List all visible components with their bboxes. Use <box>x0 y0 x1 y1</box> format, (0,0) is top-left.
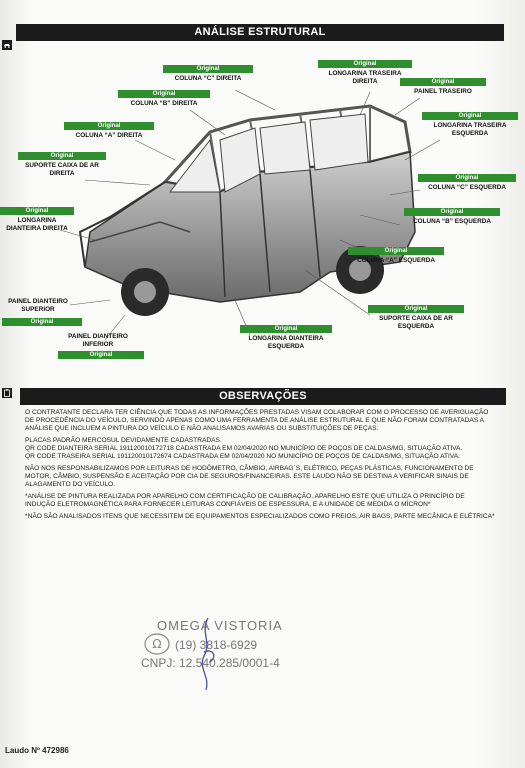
observation-paragraph: PLACAS PADRÃO MERCOSUL DEVIDAMENTE CADAS… <box>25 437 463 460</box>
label-painel-traseiro: PAINEL TRASEIRO <box>414 88 472 95</box>
company-stamp: OMEGA VISTORIA Ω (19) 3818-6929 CNPJ: 12… <box>135 612 315 691</box>
observation-paragraph: NÃO NOS RESPONSABILIZAMOS POR LEITURAS D… <box>25 465 474 488</box>
tag-coluna-c-esquerda: Original <box>418 174 516 182</box>
label-painel-dianteiro-inferior: PAINEL DIANTEIRO INFERIOR <box>68 333 128 348</box>
stamp-phone: (19) 3818-6929 <box>175 638 258 652</box>
label-longarina-dianteira-direita: LONGARINA DIANTEIRA DIREITA <box>6 217 68 232</box>
clipboard-icon <box>2 388 12 398</box>
observation-paragraph: O CONTRATANTE DECLARA TER CIÊNCIA QUE TO… <box>25 409 489 432</box>
observation-paragraph: *ANÁLISE DE PINTURA REALIZADA POR APAREL… <box>25 493 465 508</box>
tag-longarina-dianteira-direita: Original <box>0 207 74 215</box>
label-suporte-caixa-ar-esquerda: SUPORTE CAIXA DE AR ESQUERDA <box>379 315 453 330</box>
tag-coluna-a-direita: Original <box>64 122 154 130</box>
observations-header: OBSERVAÇÕES <box>20 388 506 405</box>
tag-suporte-caixa-ar-direita: Original <box>18 152 106 160</box>
signature <box>201 617 215 691</box>
omega-logo-icon: Ω <box>144 633 170 655</box>
tag-coluna-a-esquerda: Original <box>348 247 444 255</box>
tag-painel-traseiro: Original <box>400 78 486 86</box>
tag-suporte-caixa-ar-esquerda: Original <box>368 305 464 313</box>
tag-longarina-dianteira-esquerda: Original <box>240 325 332 333</box>
label-coluna-c-direita: COLUNA “C” DIREITA <box>174 75 242 82</box>
car-icon <box>2 40 12 50</box>
svg-text:Ω: Ω <box>152 637 161 651</box>
stamp-company-name: OMEGA VISTORIA <box>157 618 283 633</box>
label-coluna-a-direita: COLUNA “A” DIREITA <box>75 132 143 139</box>
tag-longarina-traseira-esquerda: Original <box>422 112 518 120</box>
structural-analysis-header: ANÁLISE ESTRUTURAL <box>16 24 504 41</box>
tag-coluna-b-esquerda: Original <box>404 208 500 216</box>
label-coluna-b-esquerda: COLUNA “B” ESQUERDA <box>413 218 491 225</box>
label-longarina-traseira-direita: LONGARINA TRASEIRA DIREITA <box>328 70 402 85</box>
label-suporte-caixa-ar-direita: SUPORTE CAIXA DE AR DIREITA <box>25 162 99 177</box>
tag-coluna-c-direita: Original <box>163 65 253 73</box>
tag-painel-dianteiro-inferior: Original <box>58 351 144 359</box>
label-coluna-b-direita: COLUNA “B” DIREITA <box>130 100 198 107</box>
tag-painel-dianteiro-superior: Original <box>2 318 82 326</box>
label-coluna-a-esquerda: COLUNA “A” ESQUERDA <box>357 257 435 264</box>
tag-longarina-traseira-direita: Original <box>318 60 412 68</box>
observations-text: O CONTRATANTE DECLARA TER CIÊNCIA QUE TO… <box>25 409 495 525</box>
stamp-cnpj: CNPJ: 12.540.285/0001-4 <box>141 656 280 670</box>
label-coluna-c-esquerda: COLUNA “C” ESQUERDA <box>428 184 506 191</box>
label-longarina-traseira-esquerda: LONGARINA TRASEIRA ESQUERDA <box>433 122 507 137</box>
label-painel-dianteiro-superior: PAINEL DIANTEIRO SUPERIOR <box>8 298 68 313</box>
label-longarina-dianteira-esquerda: LONGARINA DIANTEIRA ESQUERDA <box>248 335 324 350</box>
observation-paragraph: *NÃO SÃO ANALISADOS ITENS QUE NECESSITEM… <box>25 513 495 520</box>
laudo-number: Laudo Nº 472986 <box>5 746 69 755</box>
tag-coluna-b-direita: Original <box>118 90 210 98</box>
